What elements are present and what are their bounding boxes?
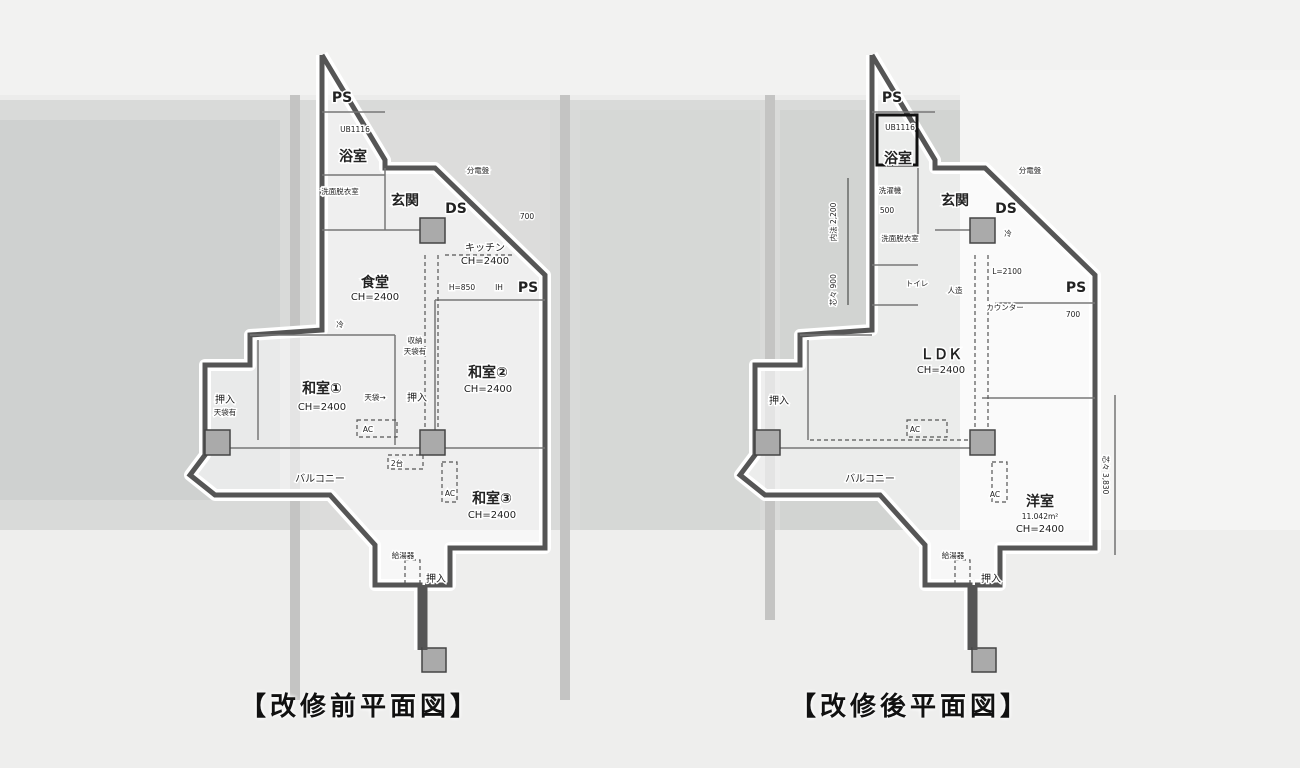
label-l2100: L=2100 <box>992 267 1022 276</box>
label-balcony: バルコニー <box>295 473 345 485</box>
label-oshiire2: 押入 <box>215 393 235 406</box>
label-ds: DS <box>995 201 1017 217</box>
label-western-room: 洋室 <box>1026 493 1054 510</box>
after-room-labels: PS UB1116 浴室 洗濯機 500 洗面脱衣室 玄関 DS 分電盤 冷 内… <box>768 89 1113 587</box>
label-ps: PS <box>332 90 352 106</box>
label-h850: H=850 <box>449 283 475 292</box>
label-dining-ch: CH=2400 <box>351 292 399 303</box>
label-ac: AC <box>363 425 373 434</box>
label-fridge: 冷 <box>336 319 344 329</box>
label-ac2: AC <box>445 489 455 498</box>
label-tenbukuro: 天袋→ <box>364 392 385 402</box>
label-washroom: 洗面脱衣室 <box>881 233 919 243</box>
label-distribution-board: 分電盤 <box>467 165 490 175</box>
label-water-heater: 給湯器 <box>942 550 965 560</box>
after-floor-plan: PS UB1116 浴室 洗濯機 500 洗面脱衣室 玄関 DS 分電盤 冷 内… <box>740 55 1116 673</box>
label-storage-sub: 天袋有 <box>404 346 427 356</box>
label-jinzo: 人造 <box>948 285 963 295</box>
dimension-700: 700 <box>1066 310 1081 319</box>
label-washitsu1: 和室① <box>302 380 342 397</box>
label-toilet: トイレ <box>906 279 929 288</box>
after-plan-caption: 【改修後平面図】 <box>790 692 1031 722</box>
label-water-heater: 給湯器 <box>392 550 415 560</box>
column <box>204 429 231 456</box>
label-ldk: ＬＤＫ <box>920 347 962 363</box>
label-washitsu2: 和室② <box>468 364 508 381</box>
label-kitchen-ch: CH=2400 <box>461 256 509 267</box>
label-counter: カウンター <box>986 303 1024 312</box>
before-room-labels: PS UB1116 浴室 洗面脱衣室 玄関 DS 分電盤 700 キッチン CH… <box>212 89 539 587</box>
dimension-700: 700 <box>520 212 535 221</box>
label-bathroom: 浴室 <box>339 148 367 165</box>
before-floor-plan: PS UB1116 浴室 洗面脱衣室 玄関 DS 分電盤 700 キッチン CH… <box>190 55 545 673</box>
label-ds: DS <box>445 201 467 217</box>
label-western-room-ch: CH=2400 <box>1016 524 1064 535</box>
label-washing-machine: 洗濯機 <box>879 185 902 195</box>
label-ps2: PS <box>1066 280 1086 296</box>
label-ldk-ch: CH=2400 <box>917 365 965 376</box>
label-ac: AC <box>910 425 920 434</box>
label-ps: PS <box>882 90 902 106</box>
column <box>419 217 446 244</box>
label-bathroom: 浴室 <box>884 150 912 167</box>
label-entrance: 玄関 <box>941 192 969 209</box>
label-entrance: 玄関 <box>391 192 419 209</box>
label-balcony: バルコニー <box>845 473 895 485</box>
column <box>421 647 447 673</box>
label-2units: 2台 <box>391 458 403 468</box>
label-ub: UB1116 <box>340 125 370 134</box>
label-fridge: 冷 <box>1004 228 1012 238</box>
label-ps2: PS <box>518 280 538 296</box>
label-washitsu3: 和室③ <box>472 490 512 507</box>
label-kitchen: キッチン <box>465 242 505 254</box>
label-western-room-area: 11.042m² <box>1022 512 1059 521</box>
dimension-inner-2200: 内法 2,200 <box>828 202 838 241</box>
dimension-3830: 芯々 3,830 <box>1101 456 1111 495</box>
before-plan-caption: 【改修前平面図】 <box>240 692 481 722</box>
label-dining: 食堂 <box>361 274 389 291</box>
label-washroom: 洗面脱衣室 <box>321 186 359 196</box>
label-oshiire2-sub: 天袋有 <box>214 407 237 417</box>
label-oshiire3: 押入 <box>426 572 446 585</box>
label-distribution-board: 分電盤 <box>1019 165 1042 175</box>
label-storage: 収納 <box>408 335 423 345</box>
label-ih: IH <box>495 283 503 292</box>
column <box>419 429 446 456</box>
dimension-500: 500 <box>880 206 895 215</box>
label-ub: UB1116 <box>885 123 915 132</box>
dimension-core-900: 芯々 900 <box>828 274 838 306</box>
label-oshiire: 押入 <box>407 391 427 404</box>
label-washitsu3-ch: CH=2400 <box>468 510 516 521</box>
label-ac2: AC <box>990 490 1000 499</box>
label-washitsu2-ch: CH=2400 <box>464 384 512 395</box>
label-washitsu1-ch: CH=2400 <box>298 402 346 413</box>
label-oshiire2: 押入 <box>981 572 1001 585</box>
label-oshiire: 押入 <box>769 394 789 407</box>
